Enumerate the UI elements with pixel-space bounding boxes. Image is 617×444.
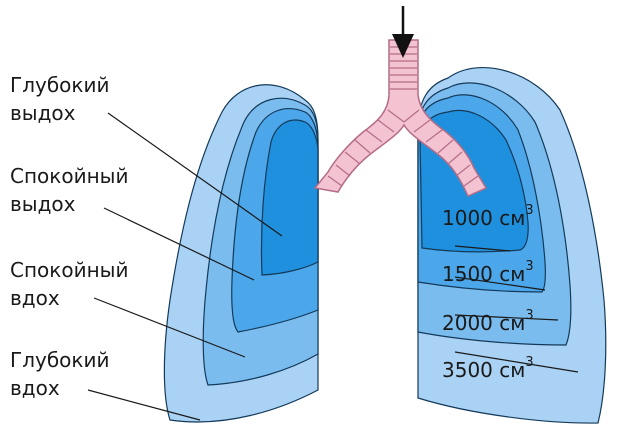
label-calm-inhale: Спокойный вдох: [10, 256, 128, 312]
label-calm-exhale-line2: выдох: [10, 190, 128, 218]
volume-label-3500: 3500 см3: [442, 358, 534, 382]
label-deep-inhale-line2: вдох: [10, 374, 109, 402]
volume-label-1000: 1000 см3: [442, 206, 534, 230]
label-deep-inhale: Глубокий вдох: [10, 346, 109, 402]
volume-exponent: 3: [525, 259, 533, 274]
label-deep-exhale-line1: Глубокий: [10, 71, 109, 99]
label-deep-exhale-line2: выдох: [10, 99, 109, 127]
volume-unit: см: [499, 311, 525, 335]
volume-label-2000: 2000 см3: [442, 311, 534, 335]
volume-unit: см: [499, 206, 525, 230]
label-deep-inhale-line1: Глубокий: [10, 346, 109, 374]
volume-exponent: 3: [525, 308, 533, 323]
label-deep-exhale: Глубокий выдох: [10, 71, 109, 127]
volume-exponent: 3: [525, 355, 533, 370]
volume-exponent: 3: [525, 203, 533, 218]
volume-value: 1000: [442, 206, 493, 230]
volume-value: 1500: [442, 262, 493, 286]
label-calm-inhale-line2: вдох: [10, 284, 128, 312]
label-calm-inhale-line1: Спокойный: [10, 256, 128, 284]
left-lung: [164, 85, 318, 422]
volume-label-1500: 1500 см3: [442, 262, 534, 286]
volume-unit: см: [499, 262, 525, 286]
label-calm-exhale-line1: Спокойный: [10, 162, 128, 190]
volume-unit: см: [499, 358, 525, 382]
volume-value: 3500: [442, 358, 493, 382]
volume-value: 2000: [442, 311, 493, 335]
label-calm-exhale: Спокойный выдох: [10, 162, 128, 218]
